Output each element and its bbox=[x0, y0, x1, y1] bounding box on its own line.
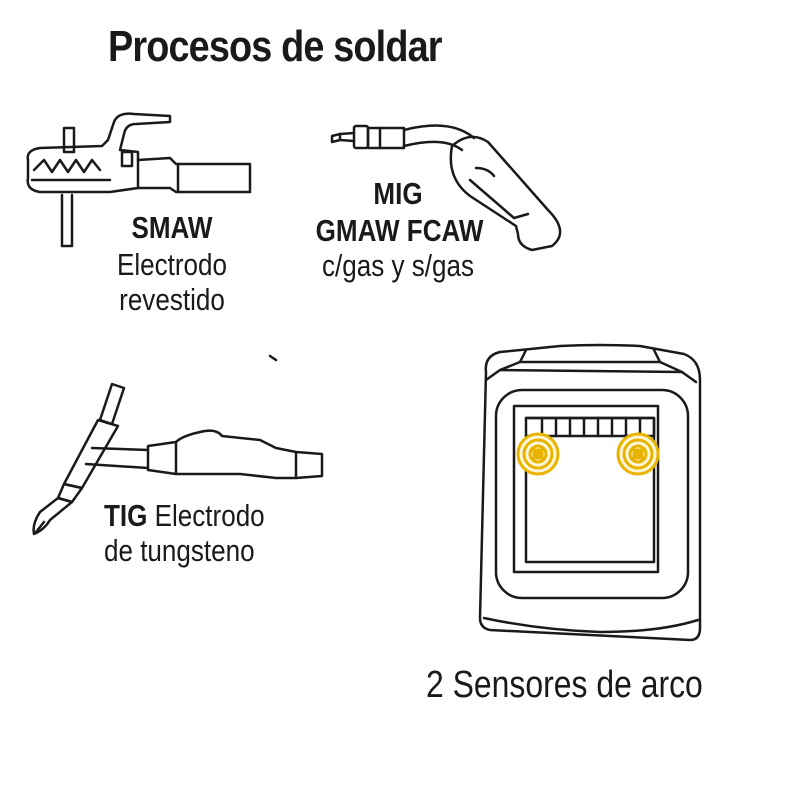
sensors-caption: 2 Sensores de arco bbox=[426, 664, 703, 706]
welding-helmet-icon bbox=[478, 343, 702, 642]
smaw-code: SMAW bbox=[131, 210, 213, 245]
electrode-holder-icon bbox=[26, 112, 252, 248]
smaw-line2: revestido bbox=[119, 282, 225, 317]
sensor-strip bbox=[524, 416, 656, 438]
tig-code: TIG bbox=[104, 498, 148, 533]
tig-label: TIG Electrodo de tungsteno bbox=[104, 500, 295, 566]
stray-mark bbox=[268, 354, 278, 362]
arc-sensor-icon bbox=[616, 432, 660, 476]
tig-line1: Electrodo bbox=[154, 498, 265, 533]
smaw-line1: Electrodo bbox=[116, 247, 228, 282]
mig-code: MIG bbox=[373, 176, 423, 211]
smaw-label: SMAW Electrodo revestido bbox=[92, 212, 252, 315]
page-title: Procesos de soldar bbox=[108, 22, 442, 71]
tig-line2: de tungsteno bbox=[104, 533, 255, 568]
mig-line2: c/gas y s/gas bbox=[322, 248, 474, 283]
tig-torch-icon bbox=[32, 382, 324, 536]
arc-sensor-icon bbox=[516, 432, 560, 476]
mig-label: MIG GMAW FCAW c/gas y s/gas bbox=[300, 178, 496, 281]
mig-torch-icon bbox=[330, 124, 562, 252]
mig-line1: GMAW FCAW bbox=[315, 213, 484, 248]
